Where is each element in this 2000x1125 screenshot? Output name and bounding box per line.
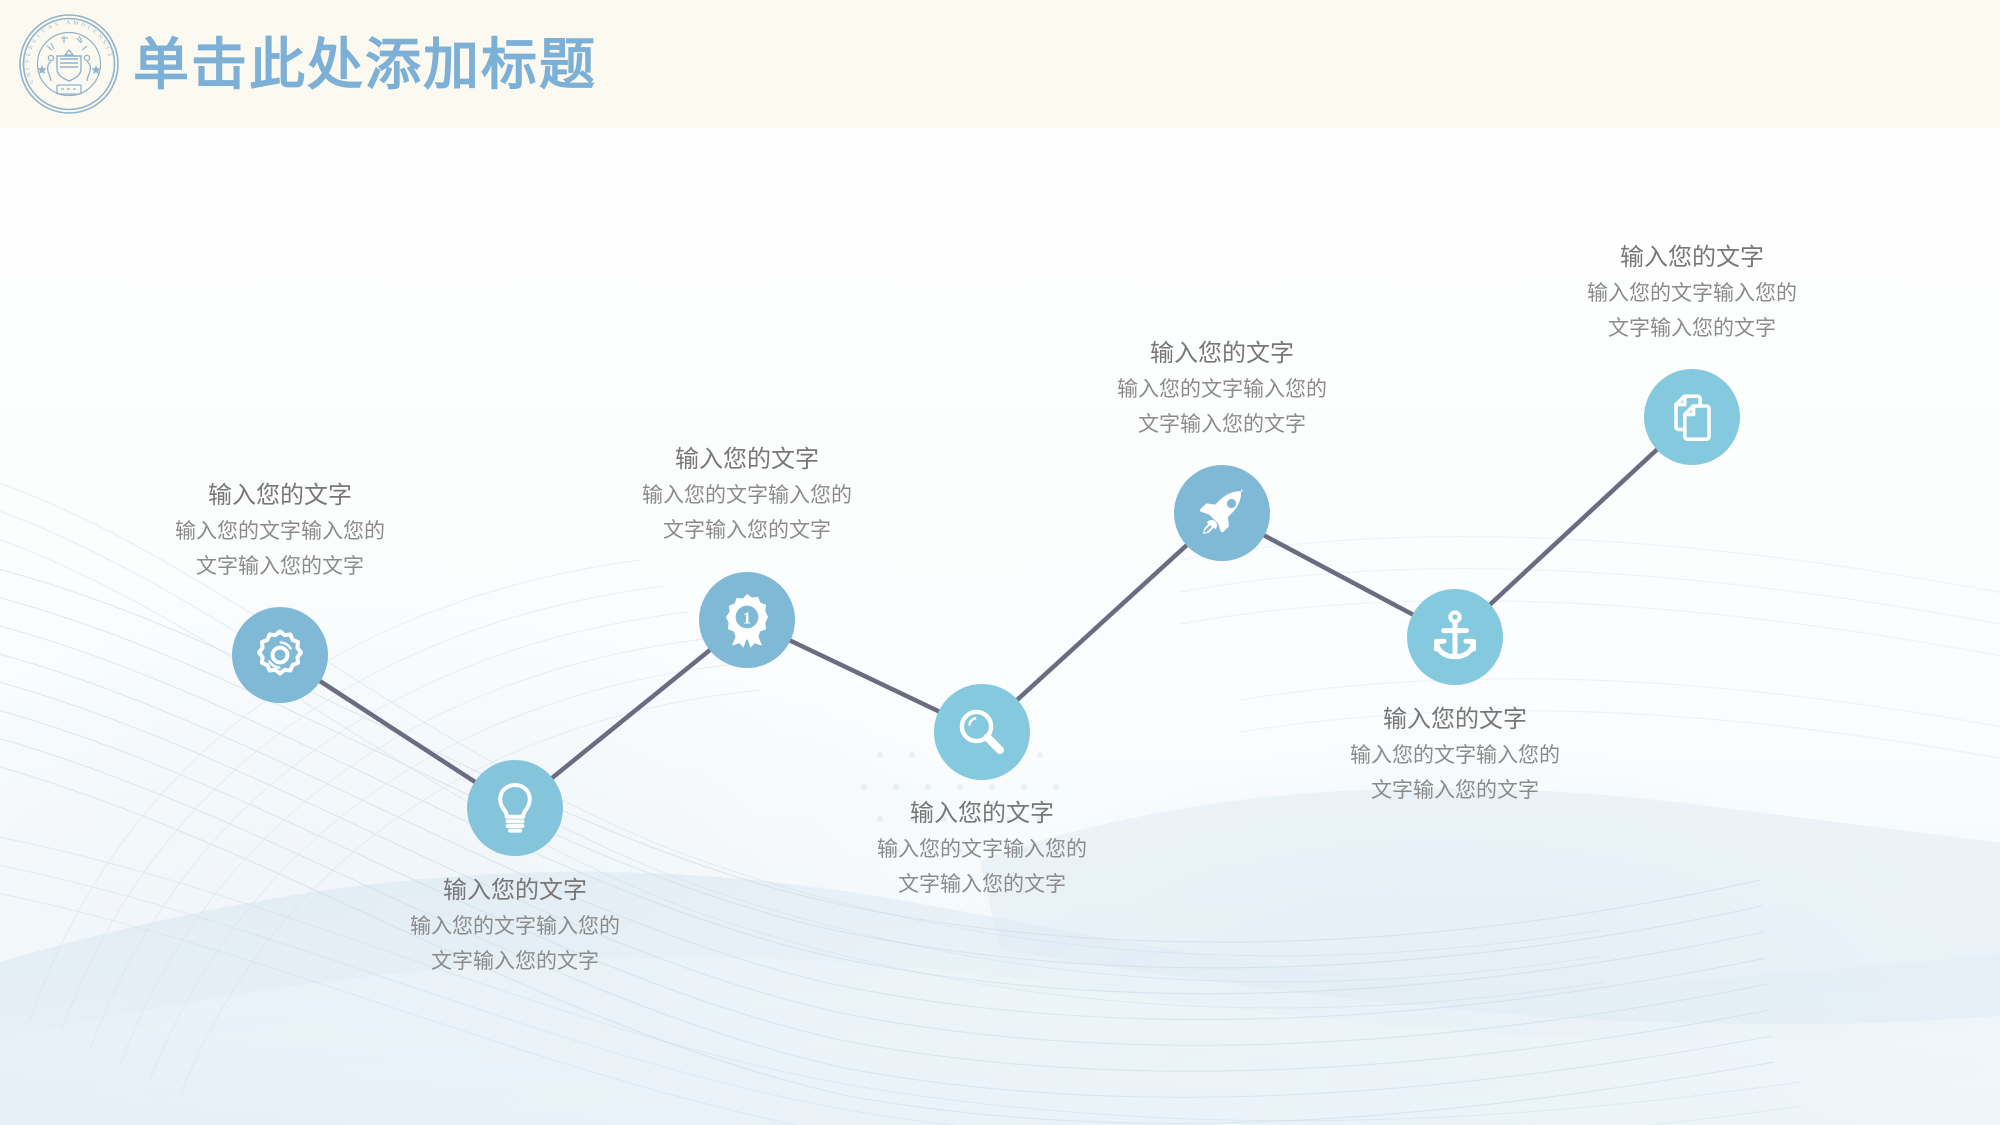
node-body-line2-2: 文字输入您的文字: [431, 950, 599, 973]
node-text-4: 输入您的文字 输入您的文字输入您的 文字输入您的文字: [832, 796, 1132, 902]
anchor-icon: [1428, 609, 1482, 665]
node-body-line1-7: 输入您的文字输入您的: [1587, 282, 1797, 305]
node-body-line1-6: 输入您的文字输入您的: [1350, 744, 1560, 767]
node-text-5: 输入您的文字 输入您的文字输入您的 文字输入您的文字: [1072, 336, 1372, 442]
node-text-6: 输入您的文字 输入您的文字输入您的 文字输入您的文字: [1305, 702, 1605, 808]
node-title-6: 输入您的文字: [1383, 706, 1527, 733]
node-text-1: 输入您的文字 输入您的文字输入您的 文字输入您的文字: [130, 478, 430, 584]
node-body-line2-5: 文字输入您的文字: [1138, 413, 1306, 436]
node-body-line2-7: 文字输入您的文字: [1608, 317, 1776, 340]
node-title-3: 输入您的文字: [675, 446, 819, 473]
award-medal-icon: 1: [720, 592, 774, 648]
svg-text:E: E: [26, 52, 33, 57]
node-title-1: 输入您的文字: [208, 482, 352, 509]
svg-text:I: I: [36, 33, 42, 39]
node-circle-3[interactable]: 1: [699, 572, 795, 668]
node-title-2: 输入您的文字: [443, 877, 587, 904]
svg-text:1: 1: [743, 609, 752, 628]
svg-text:A: A: [66, 20, 71, 26]
svg-text:T: T: [41, 28, 48, 35]
node-text-2: 输入您的文字 输入您的文字输入您的 文字输入您的文字: [365, 873, 665, 979]
svg-text:U: U: [28, 78, 35, 85]
node-title-4: 输入您的文字: [910, 800, 1054, 827]
node-circle-5[interactable]: [1174, 465, 1270, 561]
node-body-line2-6: 文字输入您的文字: [1371, 779, 1539, 802]
slide-header-bar: [0, 0, 2000, 128]
svg-text:A: A: [47, 24, 54, 32]
svg-text:I: I: [104, 46, 110, 51]
node-circle-1[interactable]: [232, 607, 328, 703]
node-body-line1-4: 输入您的文字输入您的: [877, 838, 1087, 861]
svg-text:N: N: [26, 71, 33, 77]
node-body-line2-3: 文字输入您的文字: [663, 519, 831, 542]
svg-text:M: M: [73, 20, 79, 27]
node-text-7: 输入您的文字 输入您的文字输入您的 文字输入您的文字: [1542, 240, 1842, 346]
node-body-line1-1: 输入您的文字输入您的: [175, 520, 385, 543]
svg-text:S: S: [106, 53, 113, 58]
university-seal-logo: U N I V E R S I T A S A M O I E N S I S: [17, 12, 121, 116]
node-circle-4[interactable]: [934, 684, 1030, 780]
gear-icon: [252, 627, 308, 683]
node-title-7: 输入您的文字: [1620, 244, 1764, 271]
documents-copy-icon: [1666, 390, 1718, 444]
svg-text:S: S: [54, 21, 60, 28]
node-body-line1-3: 输入您的文字输入您的: [642, 484, 852, 507]
node-body-line1-2: 输入您的文字输入您的: [410, 915, 620, 938]
node-circle-7[interactable]: [1644, 369, 1740, 465]
node-body-line2-1: 文字输入您的文字: [196, 555, 364, 578]
magnifier-icon: [955, 705, 1009, 759]
svg-text:R: R: [28, 44, 35, 50]
svg-text:V: V: [25, 59, 31, 64]
page-title: 单击此处添加标题: [133, 33, 597, 96]
svg-text:N: N: [96, 33, 104, 41]
svg-text:E: E: [91, 28, 98, 35]
svg-text:S: S: [31, 38, 38, 44]
rocket-icon: [1194, 485, 1250, 541]
svg-text:O: O: [80, 22, 86, 29]
svg-text:I: I: [86, 25, 91, 31]
node-body-line1-5: 输入您的文字输入您的: [1117, 378, 1327, 401]
node-title-5: 输入您的文字: [1150, 340, 1294, 367]
node-circle-2[interactable]: [467, 760, 563, 856]
svg-text:S: S: [101, 39, 108, 45]
node-circle-6[interactable]: [1407, 589, 1503, 685]
lightbulb-icon: [489, 780, 541, 836]
svg-text:I: I: [25, 67, 31, 70]
node-text-3: 输入您的文字 输入您的文字输入您的 文字输入您的文字: [597, 442, 897, 548]
node-body-line2-4: 文字输入您的文字: [898, 873, 1066, 896]
